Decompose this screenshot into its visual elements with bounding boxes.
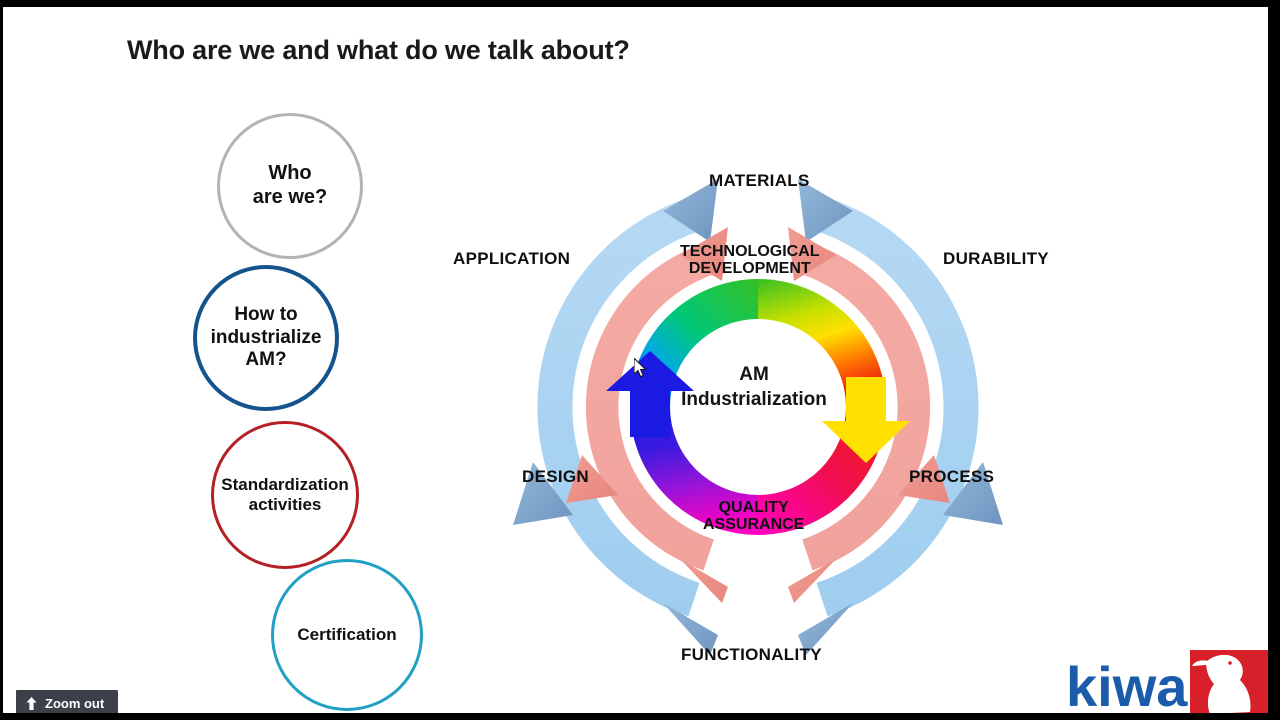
logo-kiwi-beak (1192, 660, 1208, 666)
middle-ring-arc-left (585, 243, 714, 571)
outer-ring-arrowhead-bottom-left (663, 603, 718, 655)
middle-ring-arrowhead-bottom-right (788, 559, 836, 603)
ring-label-design: DESIGN (522, 467, 589, 486)
zoom-out-label: Zoom out (45, 695, 105, 711)
ring-label-process: PROCESS (909, 467, 995, 486)
page-title: Who are we and what do we talk about? (127, 35, 630, 65)
rainbow-quadrant-top-right (758, 279, 886, 407)
ring-label-materials: MATERIALS (709, 171, 810, 190)
outer-ring-arrowhead-left-lower (513, 462, 573, 525)
middle-pink-ring (566, 227, 950, 603)
bubble-label: Certification (297, 624, 397, 644)
middle-ring-arrowhead-top-right (788, 227, 836, 281)
ring-label-durability: DURABILITY (943, 249, 1049, 268)
middle-ring-arrowhead-top-left (680, 227, 728, 281)
outer-blue-ring (513, 179, 1003, 655)
zoom-out-arrow-icon (26, 696, 37, 710)
rainbow-arrowhead-yellow (822, 377, 910, 463)
rainbow-arrowhead-blue (606, 351, 694, 437)
inner-rainbow-ring (606, 279, 910, 535)
ring-label-application: APPLICATION (453, 249, 571, 268)
middle-ring-arc-right (802, 243, 931, 571)
middle-ring-arrowhead-bottom-left (680, 559, 728, 603)
rainbow-quadrant-bottom-left (630, 407, 758, 535)
ring-label-functionality: FUNCTIONALITY (681, 645, 822, 664)
outer-ring-arc-right (816, 197, 979, 617)
logo-kiwi-eye (1228, 661, 1232, 665)
letterbox-right (1268, 0, 1280, 720)
outer-ring-arrowhead-top-left (663, 179, 718, 242)
logo-wordmark: kiwa (1066, 655, 1188, 713)
logo-kiwi-bird-icon (1206, 655, 1251, 713)
zoom-out-button[interactable]: Zoom out (16, 690, 119, 716)
middle-ring-arrowhead-left-lower (566, 455, 618, 503)
outer-ring-arc-left (537, 197, 700, 617)
am-industrialization-cycle-diagram (458, 107, 1058, 707)
middle-ring-arrowhead-right-lower (898, 455, 950, 503)
bubble-certification[interactable]: Certification (271, 559, 423, 711)
slide-canvas: Who are we and what do we talk about? Wh… (3, 7, 1268, 713)
outer-ring-arrowhead-top-right (798, 179, 853, 242)
outer-ring-arrowhead-right-lower (943, 462, 1003, 525)
letterbox-bottom (0, 713, 1280, 720)
outer-ring-arrowhead-bottom-right (798, 603, 853, 655)
kiwa-logo: kiwa (1060, 648, 1268, 713)
